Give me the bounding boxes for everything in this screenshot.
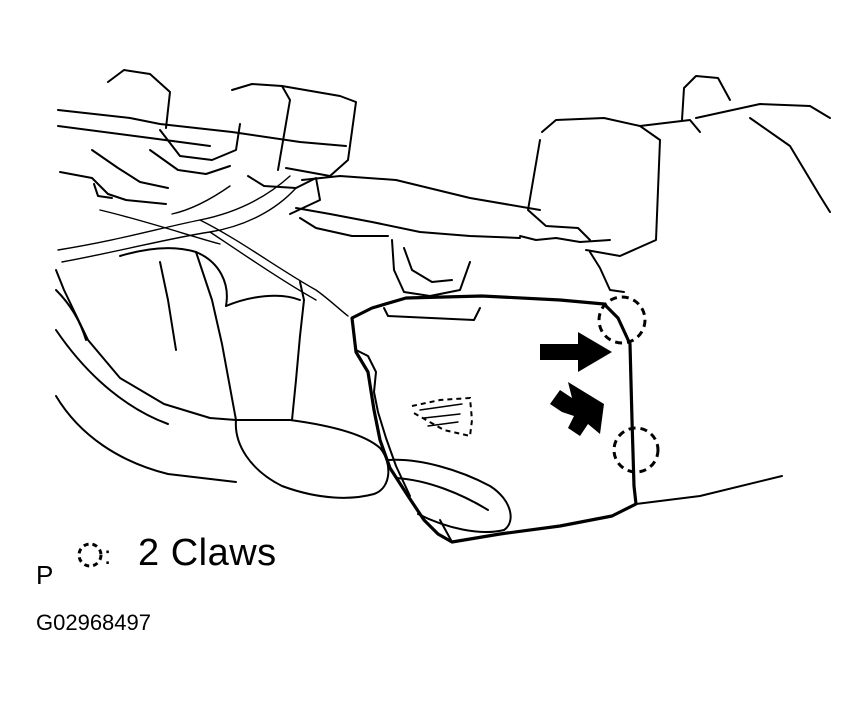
dashed-circle-claw-icon: : — [77, 540, 111, 570]
svg-text::: : — [104, 540, 111, 570]
arrow-upper-icon — [540, 332, 612, 372]
arrow-lower-icon — [550, 382, 604, 436]
steering-column-lower-cover — [350, 294, 783, 544]
steering-column — [55, 247, 305, 483]
claw-upper-callout — [597, 295, 647, 345]
claw-lower-callout — [612, 426, 660, 474]
column-lower-boot — [234, 419, 512, 533]
wire-harness — [57, 175, 349, 317]
legend-claws-label: 2 Claws — [138, 532, 277, 574]
figure-code: G02968497 — [36, 610, 151, 635]
instrument-panel-outline — [57, 69, 831, 297]
legend-prefix: P — [36, 560, 54, 590]
